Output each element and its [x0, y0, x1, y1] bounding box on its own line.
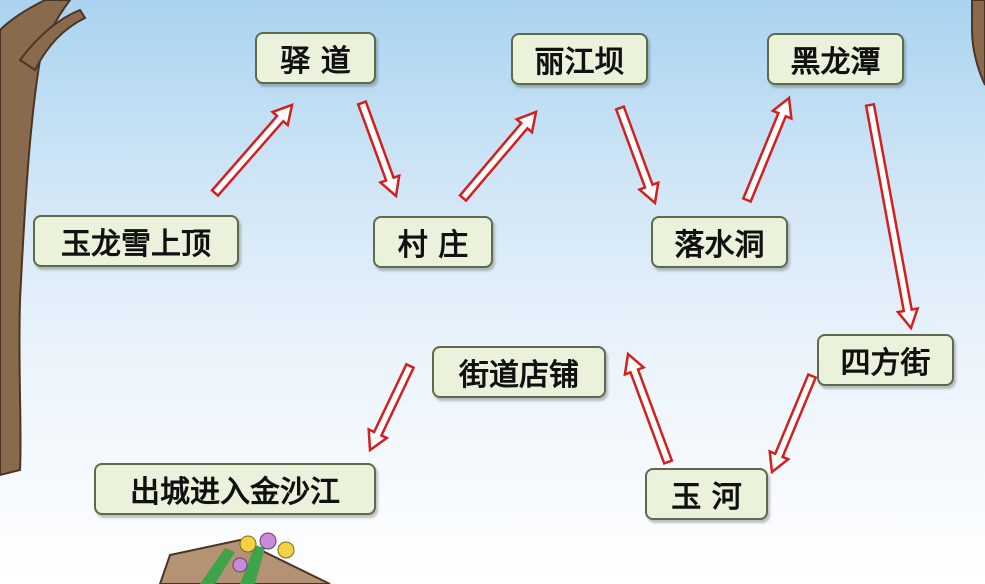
flower-bouquet — [158, 532, 331, 584]
node-yulong: 玉龙雪上顶 — [33, 215, 239, 267]
node-lijiangba: 丽江坝 — [511, 33, 648, 85]
arrow-yidao-to-cunzhuang — [356, 99, 401, 199]
arrow-sifangjie-to-yuhe — [768, 372, 818, 475]
node-yuhe: 玉 河 — [645, 468, 768, 520]
tree-trunk — [0, 0, 72, 477]
arrow-heilongtan-to-sifangjie — [864, 102, 920, 331]
node-luoshuidong: 落水洞 — [651, 216, 788, 268]
node-heilongtan: 黑龙潭 — [767, 33, 904, 85]
arrow-cunzhuang-to-lijiangba — [458, 110, 538, 203]
node-jiedao: 街道店铺 — [432, 346, 606, 398]
node-sifangjie: 四方街 — [817, 334, 954, 386]
node-yidao: 驿 道 — [255, 32, 376, 84]
arrow-yuhe-to-jiedao — [623, 351, 674, 466]
node-cunzhuang: 村 庄 — [373, 216, 493, 268]
arrow-luoshuidong-to-heilongtan — [741, 95, 793, 204]
arrow-jiedao-to-chucheng — [367, 362, 416, 453]
tree-branch — [18, 8, 87, 72]
node-chucheng: 出城进入金沙江 — [94, 463, 376, 515]
arrow-lijiangba-to-luoshuidong — [614, 104, 660, 206]
arrow-yulong-to-yidao — [210, 103, 294, 198]
